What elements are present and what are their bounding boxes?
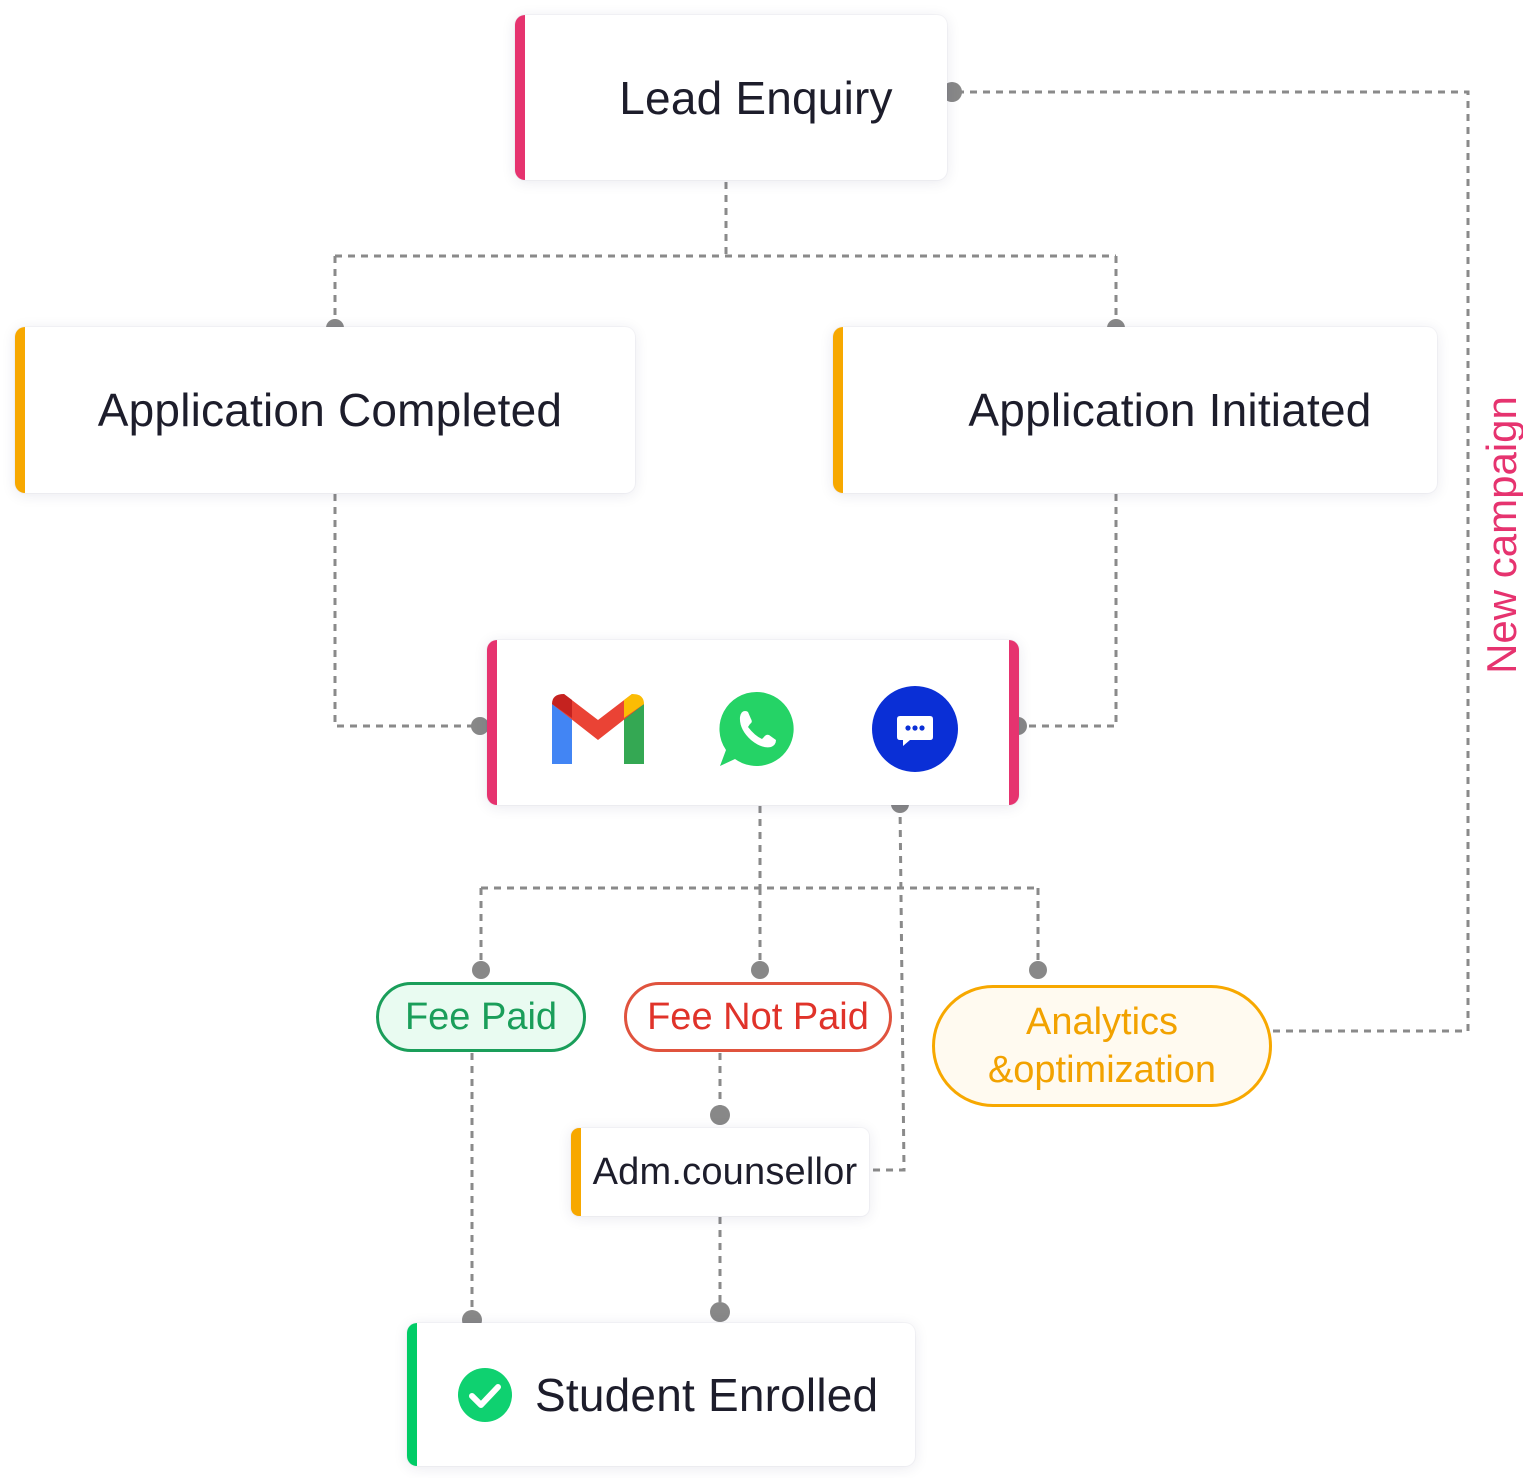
connector-dot bbox=[471, 717, 489, 735]
new-campaign-text: New campaign bbox=[1478, 396, 1523, 674]
connector-dot bbox=[942, 82, 962, 102]
application-completed-node[interactable]: Application Completed bbox=[15, 327, 635, 493]
connector-dot bbox=[472, 961, 490, 979]
analytics-line-2: &optimization bbox=[987, 1049, 1217, 1091]
connector-new-campaign-loop bbox=[952, 90, 1470, 1033]
admission-counsellor-label: Adm.counsellor bbox=[592, 1150, 858, 1193]
connector-dot bbox=[710, 1105, 730, 1125]
fee-not-paid-label: Fee Not Paid bbox=[647, 996, 869, 1038]
gmail-icon bbox=[550, 684, 646, 774]
lead-enquiry-label: Lead Enquiry bbox=[619, 71, 893, 124]
application-initiated-label: Application Initiated bbox=[968, 384, 1372, 436]
connector-app-completed-to-channels bbox=[333, 494, 480, 728]
sms-chat-icon bbox=[867, 684, 963, 774]
lead-enquiry-node[interactable]: Lead Enquiry bbox=[515, 15, 947, 180]
communication-channels-node[interactable] bbox=[487, 640, 1019, 805]
analytics-line-1: Analytics bbox=[1025, 1001, 1179, 1043]
student-enrolled-label: Student Enrolled bbox=[535, 1368, 879, 1421]
application-initiated-node[interactable]: Application Initiated bbox=[833, 327, 1437, 493]
analytics-optimization-label: Analytics &optimization bbox=[988, 998, 1216, 1094]
check-circle-icon bbox=[458, 1368, 512, 1422]
connector-dot bbox=[1029, 961, 1047, 979]
connector-dot bbox=[751, 961, 769, 979]
application-completed-label: Application Completed bbox=[97, 384, 563, 436]
fee-paid-node[interactable]: Fee Paid bbox=[376, 982, 586, 1052]
new-campaign-edge-label: New campaign bbox=[1478, 382, 1523, 688]
connector-app-initiated-to-channels bbox=[1018, 494, 1118, 728]
whatsapp-icon bbox=[709, 684, 805, 774]
student-enrolled-node[interactable]: Student Enrolled bbox=[407, 1323, 915, 1466]
connector-dot bbox=[710, 1302, 730, 1322]
fee-not-paid-node[interactable]: Fee Not Paid bbox=[624, 982, 892, 1052]
fee-paid-label: Fee Paid bbox=[404, 996, 558, 1038]
analytics-optimization-node[interactable]: Analytics &optimization bbox=[932, 985, 1272, 1107]
admission-counsellor-node[interactable]: Adm.counsellor bbox=[571, 1128, 869, 1216]
connector-sms-to-counsellor bbox=[870, 803, 906, 1172]
